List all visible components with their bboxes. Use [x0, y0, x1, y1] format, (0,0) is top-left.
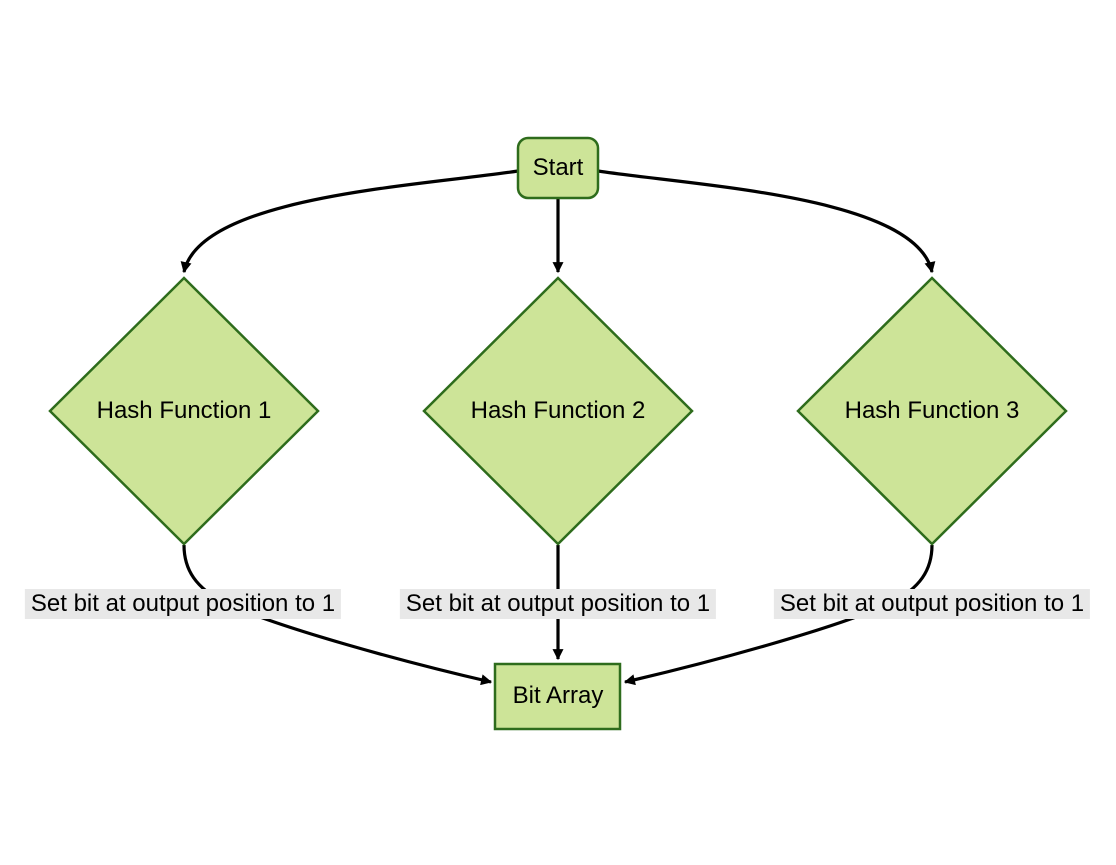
- node-label-hash3: Hash Function 3: [844, 397, 1020, 424]
- edge-start-hash3: [597, 169, 936, 274]
- edge-label-hash1-bitarray: Set bit at output position to 1: [24, 589, 342, 619]
- edge-label-hash3-bitarray: Set bit at output position to 1: [773, 589, 1091, 619]
- node-shape-bitarray: [493, 662, 622, 731]
- node-label-hash1: Hash Function 1: [96, 397, 272, 424]
- node-label-start: Start: [532, 154, 584, 181]
- node-label-bitarray: Bit Array: [512, 682, 604, 709]
- node-shape-hash3: [796, 276, 1068, 546]
- node-shape-hash2: [422, 276, 694, 546]
- edge-label-hash2-bitarray: Set bit at output position to 1: [399, 589, 717, 619]
- node-label-hash2: Hash Function 2: [470, 397, 646, 424]
- node-shape-start: [516, 136, 600, 200]
- node-shape-hash1: [48, 276, 320, 546]
- edge-start-hash1: [180, 169, 519, 274]
